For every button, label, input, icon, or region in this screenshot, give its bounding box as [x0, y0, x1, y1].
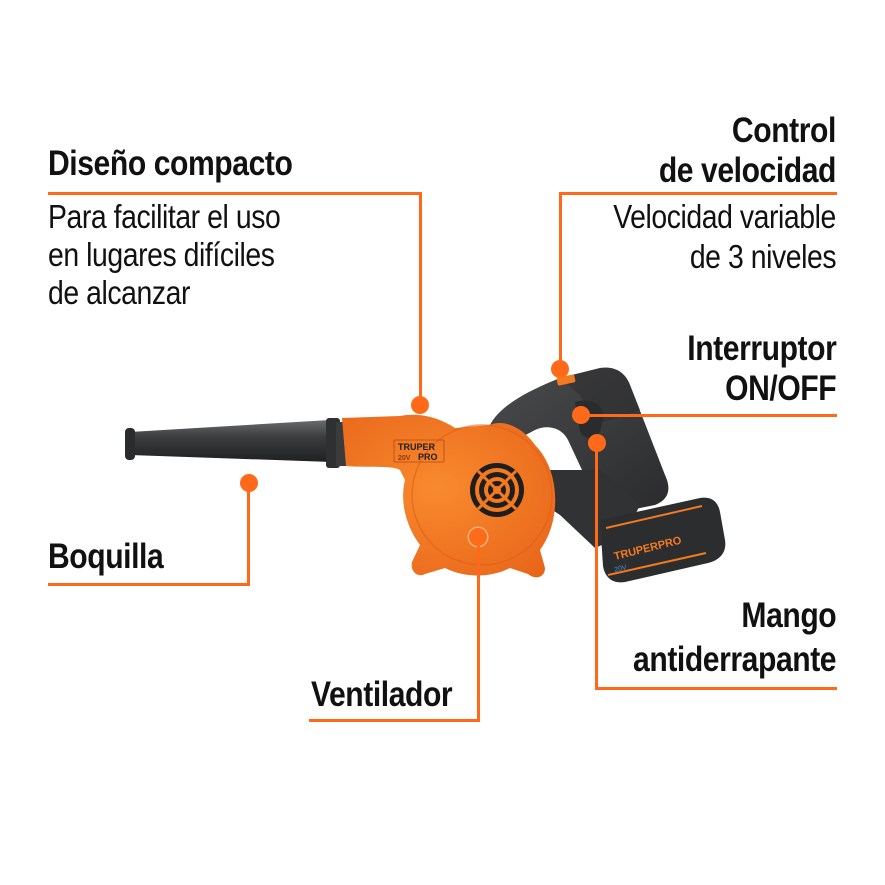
power-switch-line-h [582, 414, 837, 417]
power-switch-title-2: ON/OFF [724, 369, 837, 408]
fan-title: Ventilador [311, 675, 453, 714]
compact-design-line-v [419, 192, 422, 404]
blower-body: TRUPER 20V PRO [342, 414, 556, 578]
nozzle-line-v [247, 483, 250, 586]
speed-control-desc-2: de 3 niveles [689, 238, 837, 275]
speed-control-line-v [559, 192, 562, 368]
speed-control-title-1: Control [732, 111, 836, 150]
nozzle [125, 418, 346, 468]
compact-design-desc-2: en lugares difíciles [48, 236, 275, 273]
brand-name-line2: PRO [418, 452, 438, 462]
power-switch-title-1: Interruptor [686, 329, 837, 368]
compact-design-line-h [48, 192, 422, 195]
brand-name-line1: TRUPER [398, 442, 436, 452]
brand-logo: TRUPER 20V PRO [393, 439, 445, 463]
compact-design-desc-1: Para facilitar el uso [48, 198, 281, 235]
nozzle-title: Boquilla [48, 537, 164, 576]
fan-dot [469, 528, 487, 546]
speed-control-desc-1: Velocidad variable [613, 198, 836, 235]
fan-line-v [477, 546, 480, 721]
battery: TRUPERPRO 20V [600, 497, 726, 583]
fan-line-h [309, 719, 480, 722]
handle-title-1: Mango [741, 596, 836, 635]
compact-design-title: Diseño compacto [48, 144, 293, 183]
speed-control-line-h [559, 192, 837, 195]
compact-design-desc-3: de alcanzar [48, 274, 190, 311]
handle-line-v [595, 443, 598, 690]
handle-line-h [595, 687, 837, 690]
handle-title-2: antiderrapante [632, 640, 836, 679]
fan-grille [470, 463, 524, 517]
battery-voltage-label: 20V [614, 564, 628, 574]
nozzle-line-h [48, 583, 250, 586]
speed-control-title-2: de velocidad [658, 151, 837, 190]
power-switch-dot [572, 406, 590, 424]
brand-voltage: 20V [398, 455, 411, 462]
speed-control-dot [551, 360, 569, 378]
compact-design-dot [411, 396, 429, 414]
